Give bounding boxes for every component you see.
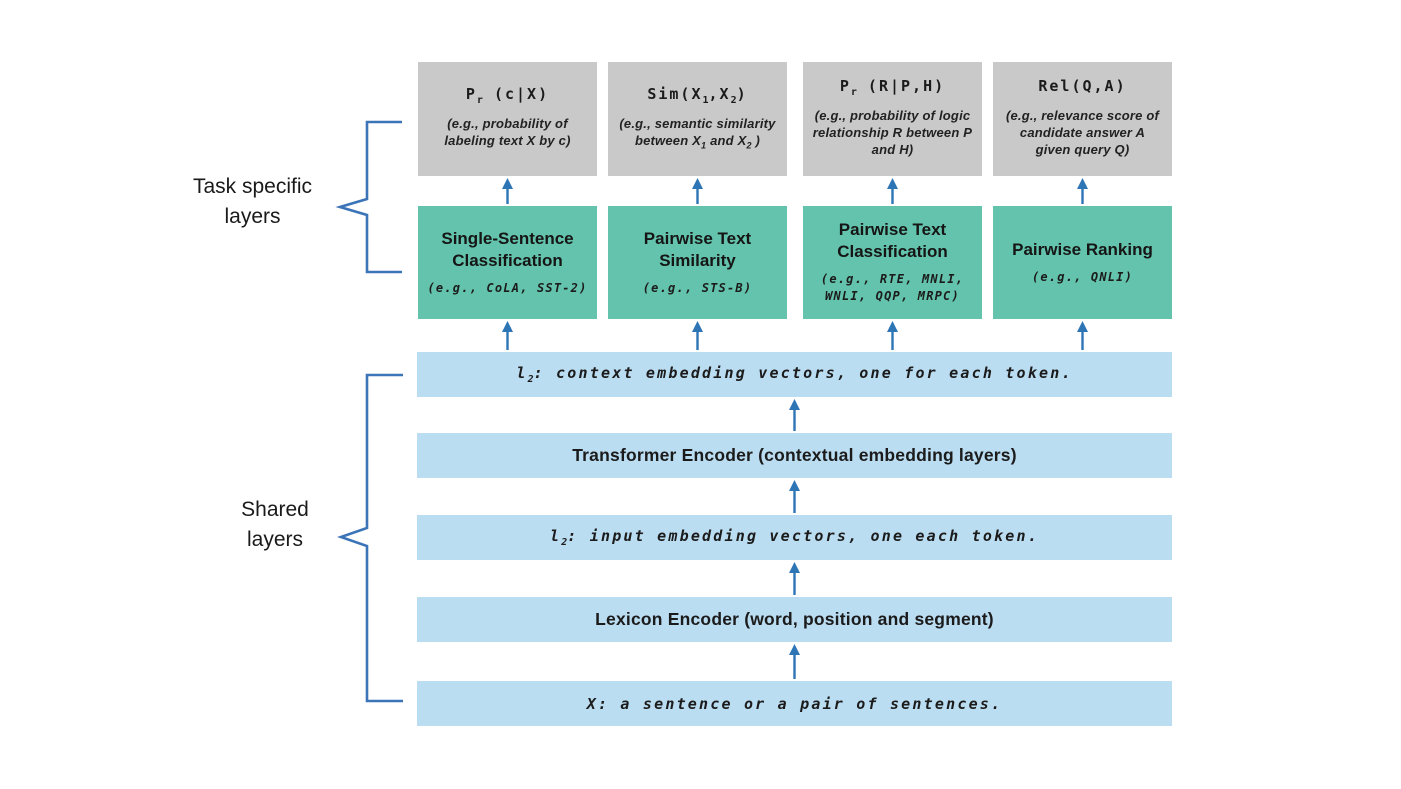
bar-input-embedding-vectors: l2: input embedding vectors, one each to… xyxy=(417,515,1172,560)
output-box-pr-rph: Pr (R|P,H) (e.g., probability of logic r… xyxy=(803,62,982,176)
bar-input-sentence-x: X: a sentence or a pair of sentences. xyxy=(417,681,1172,726)
task-box-caption: (e.g., QNLI) xyxy=(1031,269,1134,284)
arrow-up-icon xyxy=(1077,321,1088,350)
arrow-up-icon xyxy=(502,178,513,204)
shared-label-line1: Shared xyxy=(241,498,309,521)
shared-layers-brace xyxy=(337,373,403,703)
task-box-caption: (e.g., STS-B) xyxy=(642,280,753,295)
task-box-pairwise-text-similarity: Pairwise Text Similarity (e.g., STS-B) xyxy=(608,206,787,319)
output-formula: Sim(X1,X2) xyxy=(647,85,748,107)
task-box-title: Pairwise Text Similarity xyxy=(643,229,752,270)
task-specific-layers-label: Task specific layers xyxy=(155,172,350,232)
task-specific-label-line2: layers xyxy=(224,205,281,228)
arrow-up-icon xyxy=(502,321,513,350)
arrow-up-icon xyxy=(789,562,800,595)
arrow-up-icon xyxy=(887,321,898,350)
bar-label: l2: input embedding vectors, one each to… xyxy=(550,527,1039,548)
task-box-single-sentence-classification: Single-Sentence Classification (e.g., Co… xyxy=(418,206,597,319)
bar-label: Transformer Encoder (contextual embeddin… xyxy=(572,445,1017,465)
task-box-pairwise-text-classification: Pairwise Text Classification (e.g., RTE,… xyxy=(803,206,982,319)
task-box-pairwise-ranking: Pairwise Ranking (e.g., QNLI) xyxy=(993,206,1172,319)
output-formula: Pr (c|X) xyxy=(465,85,550,107)
bar-label: Lexicon Encoder (word, position and segm… xyxy=(595,609,994,629)
bar-label: l2: context embedding vectors, one for e… xyxy=(516,364,1073,385)
arrow-up-icon xyxy=(789,399,800,431)
bar-transformer-encoder: Transformer Encoder (contextual embeddin… xyxy=(417,433,1172,478)
arrow-up-icon xyxy=(789,480,800,513)
output-box-pr-cx: Pr (c|X) (e.g., probability of labeling … xyxy=(418,62,597,176)
output-caption: (e.g., relevance score of candidate answ… xyxy=(1005,107,1160,157)
shared-label-line2: layers xyxy=(246,528,304,551)
output-caption: (e.g., probability of logic relationship… xyxy=(812,107,973,157)
output-caption: (e.g., semantic similarity between X1 an… xyxy=(619,116,776,151)
shared-layers-label: Shared layers xyxy=(190,495,360,555)
bar-lexicon-encoder: Lexicon Encoder (word, position and segm… xyxy=(417,597,1172,642)
task-specific-brace xyxy=(335,120,402,274)
task-specific-label-line1: Task specific xyxy=(192,175,313,198)
arrow-up-icon xyxy=(692,178,703,204)
arrow-up-icon xyxy=(887,178,898,204)
arrow-up-icon xyxy=(692,321,703,350)
task-box-caption: (e.g., CoLA, SST-2) xyxy=(427,280,588,295)
output-formula: Rel(Q,A) xyxy=(1038,76,1127,95)
task-box-title: Pairwise Text Classification xyxy=(837,220,948,262)
output-formula: Pr (R|P,H) xyxy=(839,76,946,98)
output-box-sim: Sim(X1,X2) (e.g., semantic similarity be… xyxy=(608,62,787,176)
task-box-title: Single-Sentence Classification xyxy=(441,229,574,270)
arrow-up-icon xyxy=(1077,178,1088,204)
arrow-up-icon xyxy=(789,644,800,679)
task-box-caption: (e.g., RTE, MNLI, WNLI, QQP, MRPC) xyxy=(820,271,965,304)
flow-arrows xyxy=(502,178,1088,679)
task-box-title: Pairwise Ranking xyxy=(1012,239,1153,259)
output-box-rel-qa: Rel(Q,A) (e.g., relevance score of candi… xyxy=(993,62,1172,176)
output-caption: (e.g., probability of labeling text X by… xyxy=(444,116,571,149)
bar-label: X: a sentence or a pair of sentences. xyxy=(586,694,1003,713)
bar-context-embedding-vectors: l2: context embedding vectors, one for e… xyxy=(417,352,1172,397)
